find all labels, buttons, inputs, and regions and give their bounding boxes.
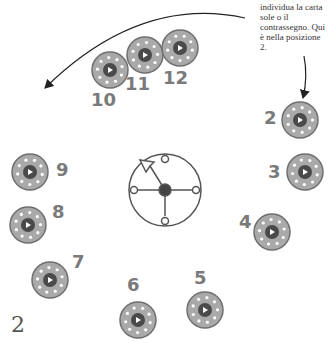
position-number: 9 [56, 161, 69, 179]
card-stack [12, 154, 48, 190]
position-number: 6 [127, 276, 140, 294]
page-number: 2 [11, 314, 25, 336]
position-number: 10 [91, 91, 116, 109]
card-stack [254, 214, 290, 250]
leader-arrow [303, 56, 306, 98]
position-number: 3 [268, 163, 281, 181]
clock-symbol [129, 154, 201, 226]
note-text: individua la carta sole o il contrassegn… [260, 2, 328, 52]
card-stack [287, 154, 323, 190]
position-number: 2 [264, 109, 277, 127]
position-number: 5 [194, 269, 207, 287]
card-stack [10, 207, 46, 243]
card-stack [32, 262, 68, 298]
card-stack [187, 292, 223, 328]
card-stack [120, 302, 156, 338]
card-stack [92, 52, 128, 88]
position-number: 12 [163, 69, 188, 87]
position-number: 4 [239, 213, 252, 231]
card-stack [282, 102, 318, 138]
position-number: 11 [125, 75, 150, 93]
position-number: 8 [52, 203, 65, 221]
card-stack [127, 37, 163, 73]
position-number: 7 [72, 253, 85, 271]
card-stack [162, 30, 198, 66]
